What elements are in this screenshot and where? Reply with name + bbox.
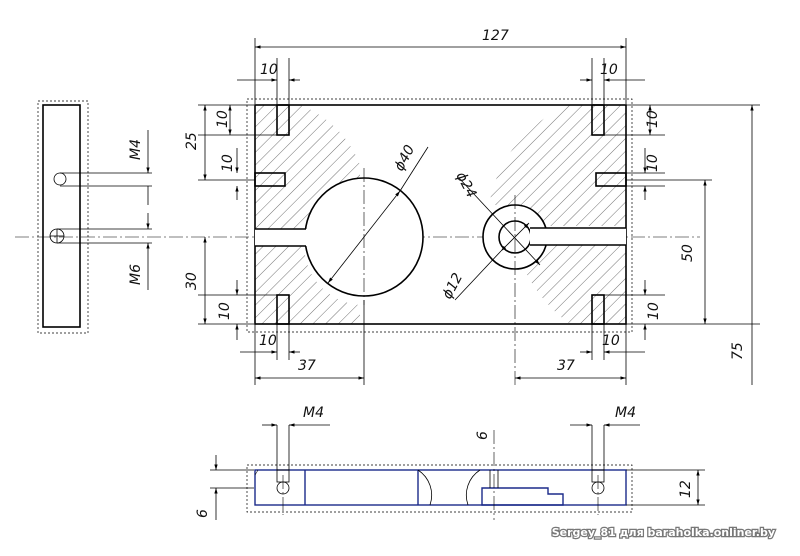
dim-127: 127 [482,28,509,44]
dim-10-bl: 10 [217,302,233,320]
dim-10-slot-left: 10 [215,110,231,128]
dim-6-top: 6 [475,431,491,440]
front-view [210,423,705,520]
dim-37-left: 37 [298,358,316,374]
dim-m4-bottom-left: M4 [303,405,324,421]
dimension-labels: 127 10 10 25 10 10 10 10 ϕ40 ϕ24 ϕ12 M4 … [128,28,746,518]
dim-phi12: ϕ12 [439,270,466,301]
dim-30: 30 [184,272,200,290]
dim-m4-bottom-right: M4 [615,405,636,421]
dim-12: 12 [678,480,694,498]
dim-50: 50 [680,244,696,262]
dim-m4-left: M4 [128,139,144,160]
dim-10-bottom-right: 10 [602,333,620,349]
side-view-left [37,100,152,334]
dim-10-bottom-left: 10 [259,333,277,349]
dim-m6-left: M6 [128,264,144,285]
dim-10-mid-left: 10 [220,154,236,172]
plan-view [246,98,633,385]
dim-10-br: 10 [646,302,662,320]
dim-75: 75 [730,342,746,360]
dim-6-left: 6 [195,509,211,518]
plan-dimensions [198,38,760,385]
dim-37-right: 37 [557,358,575,374]
watermark: Sergey_81 для baraholka.onliner.by [550,525,776,541]
dim-25: 25 [184,132,200,150]
dim-10-top-right: 10 [600,62,618,78]
watermark-text: Sergey_81 для baraholka.onliner.by [552,526,775,539]
dim-10-right-top: 10 [645,110,661,128]
dim-10-mid-right: 10 [645,154,661,172]
dim-10-top-left: 10 [260,62,278,78]
